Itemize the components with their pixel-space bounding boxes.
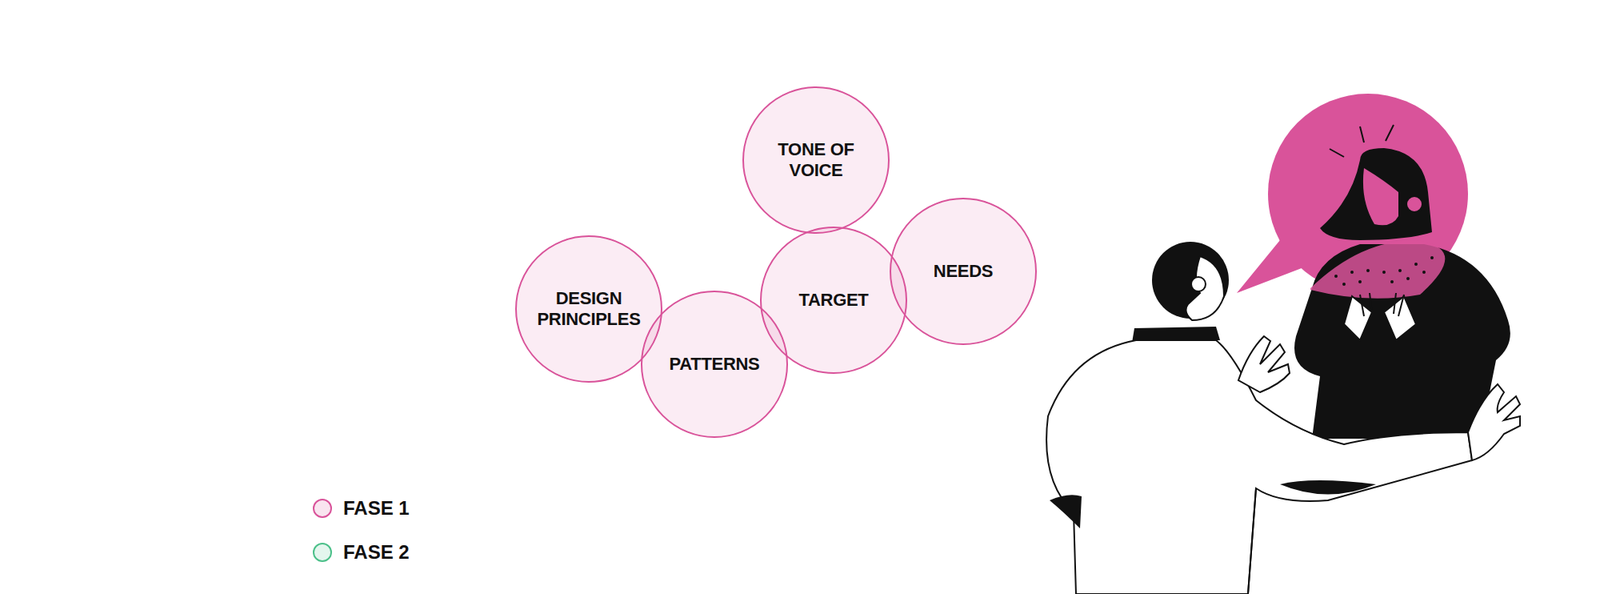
legend-label: FASE 2 bbox=[343, 540, 410, 564]
legend-label: FASE 1 bbox=[343, 496, 410, 520]
circle-label: PATTERNS bbox=[669, 353, 760, 375]
circle-label: DESIGN PRINCIPLES bbox=[529, 288, 648, 331]
topic-circle: TONE OF VOICE bbox=[742, 86, 890, 234]
legend-entry: FASE 1 bbox=[312, 496, 410, 520]
topic-circle: DESIGN PRINCIPLES bbox=[515, 235, 663, 383]
woman-figure bbox=[1294, 148, 1511, 439]
circle-label: TARGET bbox=[798, 289, 868, 311]
circle-label: TONE OF VOICE bbox=[756, 139, 876, 182]
legend-swatch bbox=[312, 498, 332, 518]
man-figure bbox=[1046, 241, 1520, 594]
topic-circle: PATTERNS bbox=[640, 290, 788, 438]
legend-swatch bbox=[312, 542, 332, 562]
circle-label: NEEDS bbox=[933, 260, 993, 282]
legend-entry: FASE 2 bbox=[312, 540, 410, 564]
topic-circle: NEEDS bbox=[889, 197, 1037, 345]
